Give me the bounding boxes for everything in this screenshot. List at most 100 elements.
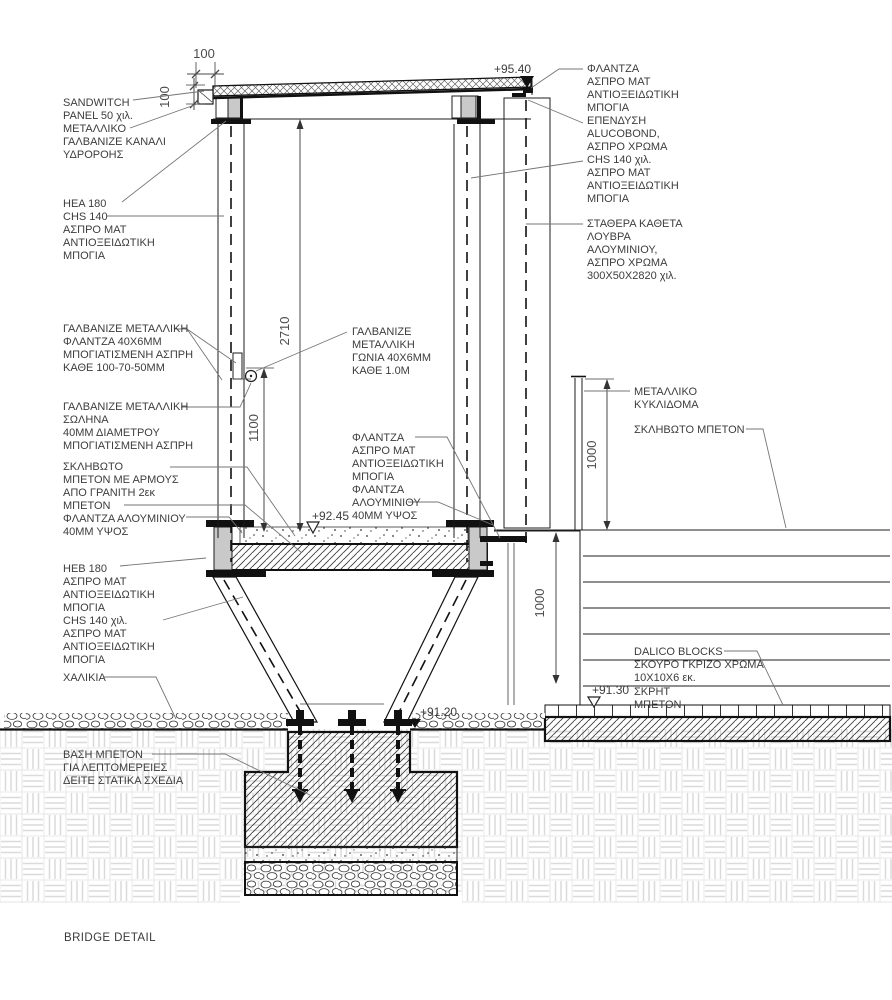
callout-line: ΜΠΟΓΙΑ xyxy=(63,250,106,262)
callout-line: ΥΔΡΟΡΟΗΣ xyxy=(63,149,124,161)
elevation-deck-text: +92.45 xyxy=(312,509,349,523)
callout-line: SANDWITCH xyxy=(63,97,130,109)
callout-line: ΜΠΟΓΙΑ xyxy=(587,102,630,114)
dimension-roof-width: 100 xyxy=(187,46,224,88)
callout-line: ΜΠΟΓΙΑΤΙΣΜΕΝΗ ΑΣΠΡΗ xyxy=(63,349,193,361)
callout-dalico: DALICO BLOCKS ΣΚΟΥΡΟ ΓΚΡΙΖΟ ΧΡΩΜΑ 10Χ10Χ… xyxy=(634,646,764,684)
callout-flange-40x6: ΓΑΛΒΑΝΙΖΕ ΜΕΤΑΛΛΙΚΗ ΦΛΑΝΤΖΑ 40Χ6ΜΜ ΜΠΟΓΙ… xyxy=(63,323,193,374)
elevation-roof-text: +95.40 xyxy=(494,62,531,76)
callout-line: ΑΝΤΙΟΞΕΙΔΩΤΙΚΗ xyxy=(587,89,679,101)
roof-sandwich-panel xyxy=(212,76,533,120)
callout-line: ΚΑΘΕ 100-70-50ΜΜ xyxy=(63,362,165,374)
callout-line: ΓΑΛΒΑΝΙΖΕ xyxy=(352,326,411,338)
dimension-wall-height: 1000 xyxy=(532,532,560,684)
heb-column-left xyxy=(213,526,233,571)
callout-deck-concrete: ΣΚΛΗΒΩΤΟ ΜΠΕΤΟΝ ΜΕ ΑΡΜΟΥΣ ΑΠΟ ΓΡΑΝΙΤΗ 2ε… xyxy=(63,461,186,538)
callout-line: ΛΟΥΒΡΑ xyxy=(587,231,632,243)
callout-louvers: ΣΤΑΘΕΡΑ ΚΑΘΕΤΑ ΛΟΥΒΡΑ ΑΛΟΥΜΙΝΙΟΥ, ΑΣΠΡΟ … xyxy=(587,218,683,282)
callout-line: ΜΠΟΓΙΑ xyxy=(587,193,630,205)
elevation-ground: +91.20 xyxy=(409,705,457,728)
callout-line: ΜΠΕΤΟΝ xyxy=(63,500,111,512)
elevation-screed: +91.30 xyxy=(586,683,629,709)
callout-line: ΓΑΛΒΑΝΙΖΕ ΜΕΤΑΛΛΙΚΗ xyxy=(63,401,188,413)
elevation-screed-text: +91.30 xyxy=(592,683,629,697)
callout-line: ΜΕΤΑΛΛΙΚΟ xyxy=(63,123,126,135)
callout-line: 40ΜΜ ΥΨΟΣ xyxy=(352,510,418,522)
callout-line: ΣΚΟΥΡΟ ΓΚΡΙΖΟ ΧΡΩΜΑ xyxy=(634,659,764,671)
callout-line: ΒΑΣΗ ΜΠΕΤΟΝ xyxy=(63,749,143,761)
dalico-block-paving xyxy=(544,704,891,718)
bridge-deck xyxy=(206,520,580,577)
anchor-bolts xyxy=(286,710,412,803)
callout-line: ΜΕΤΑΛΛΙΚΗ xyxy=(352,339,415,351)
callout-line: HEB 180 xyxy=(63,563,107,575)
callout-line: ΑΣΠΡΟ ΜΑΤ xyxy=(63,576,127,588)
chs-column-right xyxy=(453,124,481,562)
dimension-railing-height: 1000 xyxy=(584,378,614,530)
callout-line: ΜΠΟΓΙΑ xyxy=(63,654,106,666)
callout-line: ΓΑΛΒΑΝΙΖΕ ΚΑΝΑΛΙ xyxy=(63,136,166,148)
callout-line: ΦΛΑΝΤΖΑ xyxy=(352,484,405,496)
callout-line: ΑΣΠΡΟ ΜΑΤ xyxy=(587,76,651,88)
callout-line: ΣΚΛΗΒΩΤΟ ΜΠΕΤΟΝ xyxy=(634,424,745,436)
handrail-bracket xyxy=(232,352,258,383)
gravel-layer xyxy=(0,713,545,731)
callout-line: ΕΠΕΝΔΥΣΗ xyxy=(587,115,646,127)
hea-column-left-top xyxy=(211,97,251,124)
callout-line: ΦΛΑΝΤΖΑ xyxy=(352,432,405,444)
dimension-clear-height: 2710 xyxy=(277,119,304,532)
callout-line: ΚΥΚΛΙΔΟΜΑ xyxy=(634,399,699,411)
callout-line: ΑΝΤΙΟΞΕΙΔΩΤΙΚΗ xyxy=(587,180,679,192)
callout-line: ΣΩΛΗΝΑ xyxy=(63,414,109,426)
callout-line: ΑΝΤΙΟΞΕΙΔΩΤΙΚΗ xyxy=(63,641,155,653)
chs-strut-right xyxy=(383,576,479,723)
callout-line: ΑΣΠΡΟ ΧΡΩΜΑ xyxy=(587,141,668,153)
callout-line: ΑΛΟΥΜΙΝΙΟΥ, xyxy=(587,244,657,256)
callout-line: ΓΩΝΙΑ 40Χ6ΜΜ xyxy=(352,352,431,364)
chs-column-left xyxy=(217,124,245,562)
dimension-handrail-height: 1100 xyxy=(246,367,274,532)
callout-pipe-40: ΓΑΛΒΑΝΙΖΕ ΜΕΤΑΛΛΙΚΗ ΣΩΛΗΝΑ 40ΜΜ ΔΙΑΜΕΤΡΟ… xyxy=(63,401,193,452)
callout-line: CHS 140 χιλ. xyxy=(587,154,651,166)
callout-line: ΑΣΠΡΟ ΧΡΩΜΑ xyxy=(587,257,668,269)
callout-line: DALICO BLOCKS xyxy=(634,646,723,658)
callout-line: ΑΣΠΡΟ ΜΑΤ xyxy=(63,224,127,236)
elevation-deck: +92.45 xyxy=(305,509,349,535)
callout-line: ALUCOBOND, xyxy=(587,128,660,140)
callout-line: ΜΕΤΑΛΛΙΚΟ xyxy=(634,386,697,398)
callout-line: ΣΤΑΘΕΡΑ ΚΑΘΕΤΑ xyxy=(587,218,683,230)
callout-line: ΑΝΤΙΟΞΕΙΔΩΤΙΚΗ xyxy=(352,458,444,470)
callout-line: ΑΣΠΡΟ ΜΑΤ xyxy=(587,167,651,179)
callout-line: ΑΠΟ ΓΡΑΝΙΤΗ 2εκ xyxy=(63,487,156,499)
callout-line: ΦΛΑΝΤΖΑ 40Χ6ΜΜ xyxy=(63,336,162,348)
gutter-channel xyxy=(197,89,214,105)
callout-line: ΜΠΕΤΟΝ ΜΕ ΑΡΜΟΥΣ xyxy=(63,474,179,486)
callout-sandwich-panel: SANDWITCH PANEL 50 χιλ. ΜΕΤΑΛΛΙΚΟ ΓΑΛΒΑΝ… xyxy=(63,97,166,161)
callout-line: ΚΑΘΕ 1.0Μ xyxy=(352,365,410,377)
dim-clear-height-text: 2710 xyxy=(277,317,292,346)
callout-line: ΓΑΛΒΑΝΙΖΕ ΜΕΤΑΛΛΙΚΗ xyxy=(63,323,188,335)
callout-line: ΦΛΑΝΤΖΑ xyxy=(587,63,640,75)
dim-handrail-height-text: 1100 xyxy=(246,414,261,442)
callout-screed: ΣΚΡΗΤ ΜΠΕΤΟΝ xyxy=(634,686,682,711)
callout-line: ΧΑΛΙΚΙΑ xyxy=(63,672,106,684)
chs-strut-left xyxy=(211,576,319,723)
leader-lines xyxy=(104,68,787,796)
louver-panel xyxy=(503,93,551,548)
callout-hea-column: HEA 180 CHS 140 ΑΣΠΡΟ ΜΑΤ ΑΝΤΙΟΞΕΙΔΩΤΙΚΗ… xyxy=(63,198,155,262)
callout-line: ΓΙΑ ΛΕΠΤΟΜΕΡΕΙΕΣ xyxy=(63,762,168,774)
callout-line: 300Χ50Χ2820 χιλ. xyxy=(587,270,677,282)
callout-line: HEA 180 xyxy=(63,198,106,210)
callout-railing: ΜΕΤΑΛΛΙΚΟ ΚΥΚΛΙΔΟΜΑ xyxy=(634,386,699,411)
dim-railing-height-text: 1000 xyxy=(584,441,599,470)
callout-line: 10Χ10Χ6 εκ. xyxy=(634,672,696,684)
callout-line: ΜΠΟΓΙΑΤΙΣΜΕΝΗ ΑΣΠΡΗ xyxy=(63,440,193,452)
elevation-ground-text: +91.20 xyxy=(420,705,457,719)
hea-column-right-top xyxy=(451,95,495,124)
callout-foundation: ΒΑΣΗ ΜΠΕΤΟΝ ΓΙΑ ΛΕΠΤΟΜΕΡΕΙΕΣ ΔΕΙΤΕ ΣΤΑΤΙ… xyxy=(63,749,184,787)
dim-roof-width-text: 100 xyxy=(193,46,215,61)
callout-line: ΜΠΟΓΙΑ xyxy=(352,471,395,483)
callout-line: ΑΣΠΡΟ ΜΑΤ xyxy=(352,445,416,457)
